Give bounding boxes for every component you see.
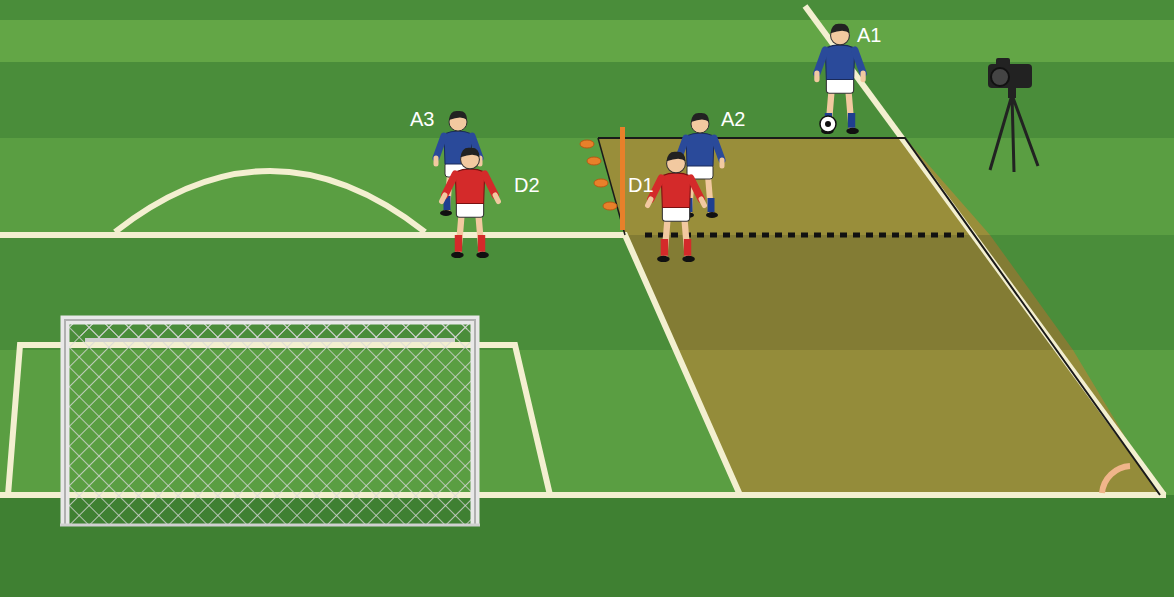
player-label: D2 (514, 174, 540, 196)
attacker-figure (817, 24, 863, 134)
player-label: D1 (628, 174, 654, 196)
player-label: A3 (410, 108, 434, 130)
camera-tripod (988, 58, 1038, 172)
pole (620, 127, 625, 230)
corner-arc (1102, 466, 1130, 493)
dotted-line (645, 233, 965, 238)
drill-zone (625, 235, 1073, 350)
defender-figure (648, 152, 705, 262)
drill-zone (676, 350, 1160, 495)
goal (60, 320, 480, 525)
ball (820, 116, 836, 132)
player-label: A1 (857, 24, 881, 46)
defender-figure (442, 148, 499, 258)
player-label: A2 (721, 108, 745, 130)
cones (580, 140, 617, 210)
zone-border (598, 138, 1160, 495)
